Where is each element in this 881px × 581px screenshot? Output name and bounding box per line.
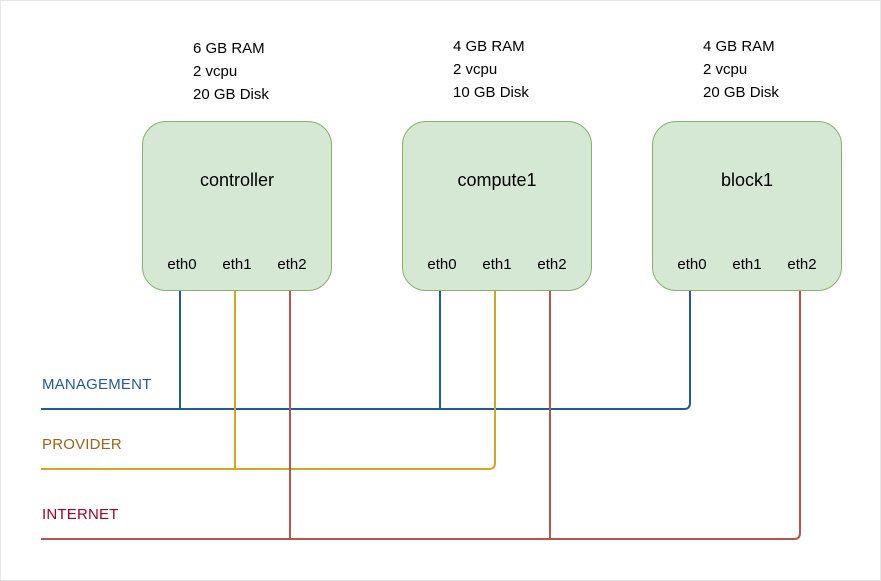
spec-vcpu: 2 vcpu [703, 61, 748, 78]
port-eth1: eth1 [482, 256, 512, 273]
compute1-specs: 4 GB RAM 2 vcpu 10 GB Disk [453, 35, 529, 104]
node-block1: block1 eth0 eth1 eth2 [652, 121, 842, 291]
spec-vcpu: 2 vcpu [453, 61, 498, 78]
provider-bus [41, 291, 496, 470]
network-label-management: MANAGEMENT [42, 376, 152, 393]
spec-vcpu: 2 vcpu [193, 63, 238, 80]
network-label-internet: INTERNET [42, 506, 119, 523]
management-bus [41, 291, 691, 410]
internet-bus [41, 291, 801, 540]
port-eth0: eth0 [677, 256, 707, 273]
node-controller: controller eth0 eth1 eth2 [142, 121, 332, 291]
node-title: controller [199, 170, 275, 190]
node-title: compute1 [457, 170, 537, 190]
spec-disk: 20 GB Disk [193, 86, 269, 103]
spec-ram: 4 GB RAM [703, 38, 775, 55]
port-eth0: eth0 [427, 256, 457, 273]
block1-specs: 4 GB RAM 2 vcpu 20 GB Disk [703, 35, 779, 104]
port-eth0: eth0 [167, 256, 197, 273]
spec-ram: 6 GB RAM [193, 40, 265, 57]
controller-specs: 6 GB RAM 2 vcpu 20 GB Disk [193, 37, 269, 106]
port-eth2: eth2 [787, 256, 817, 273]
spec-disk: 10 GB Disk [453, 84, 529, 101]
port-eth2: eth2 [537, 256, 567, 273]
node-compute1: compute1 eth0 eth1 eth2 [402, 121, 592, 291]
spec-disk: 20 GB Disk [703, 84, 779, 101]
port-eth1: eth1 [732, 256, 762, 273]
network-label-provider: PROVIDER [42, 436, 122, 453]
spec-ram: 4 GB RAM [453, 38, 525, 55]
port-eth2: eth2 [277, 256, 307, 273]
port-eth1: eth1 [222, 256, 252, 273]
node-title: block1 [720, 170, 774, 190]
